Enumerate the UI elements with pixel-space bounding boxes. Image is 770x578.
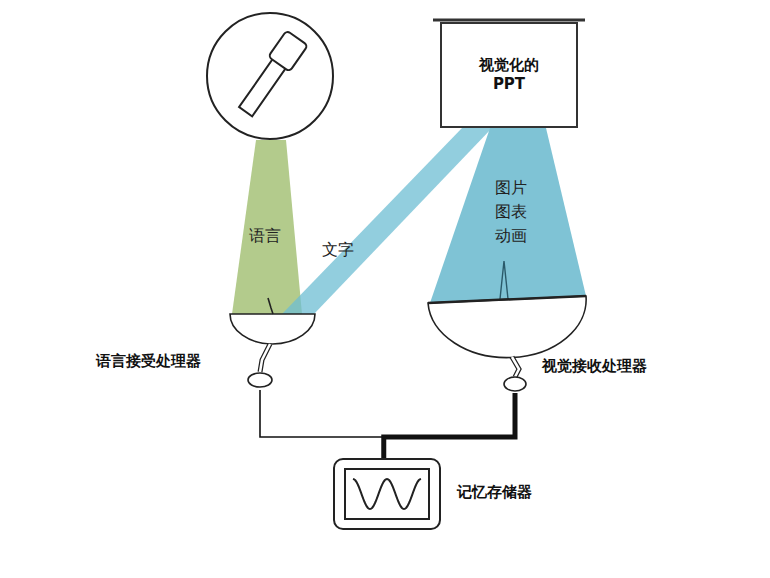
node-label: 视觉化的 PPT [470,56,548,95]
wire [260,390,384,458]
speech-receiver-shape [228,312,318,390]
wire [384,393,515,458]
visual-beam [430,128,586,303]
memory-store: 记忆存储器 [333,458,441,530]
visual-receiver: 视觉接收处理器 [426,293,588,393]
beam-label: 图表 [495,202,527,221]
microphone-circle [207,13,333,139]
microphone-icon [235,31,308,120]
node-label: 视觉接收处理器 [542,357,647,377]
beam-label: 文字 [322,240,354,259]
speech-receiver: 语言接受处理器 [228,312,318,390]
ppt-screen: 视觉化的 PPT [440,22,578,128]
node-label: 语言接受处理器 [96,352,201,372]
beam-label: 动画 [495,226,527,245]
beam-label: 语言 [249,226,281,245]
visual-receiver-shape [426,293,588,393]
node-label: 记忆存储器 [457,483,532,503]
speech-beam [232,140,302,314]
memory-store-shape [333,458,441,530]
beam-label: 图片 [495,178,527,197]
